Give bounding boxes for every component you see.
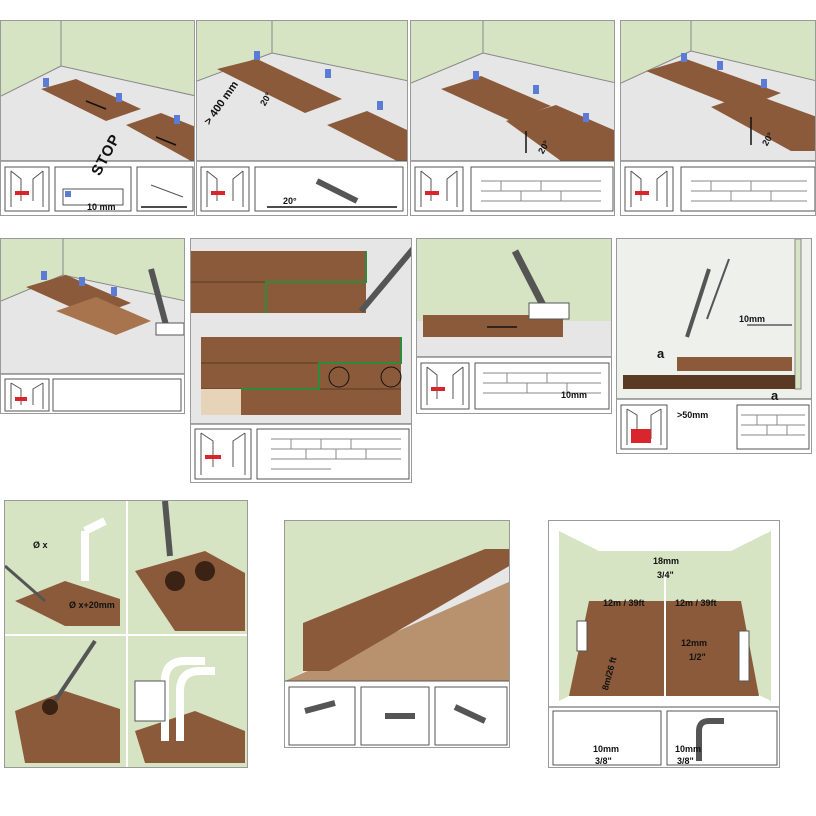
length-12m-left-label: 12m / 39ft <box>603 599 645 608</box>
step-9-panel: Ø x Ø x+20mm <box>4 500 248 768</box>
label-a-right: a <box>771 389 778 402</box>
step-8-illustration <box>617 239 812 454</box>
gap-10mm-label: 10 mm <box>87 203 116 212</box>
expansion-3-4in-label: 3/4" <box>657 571 674 580</box>
hole-diameter-label: Ø x+20mm <box>69 601 115 610</box>
step-11-panel: 18mm 3/4" 12m / 39ft 12m / 39ft 12mm 1/2… <box>548 520 780 768</box>
gap-12mm-label: 12mm <box>681 639 707 648</box>
step-10-illustration <box>285 521 510 748</box>
step-6-panel <box>190 238 412 483</box>
gap-10mm-label: 10mm <box>739 315 765 324</box>
step-1-panel: STOP 10 mm <box>0 20 195 216</box>
label-a-left: a <box>657 347 664 360</box>
step-6-illustration <box>191 239 412 483</box>
gap-10mm-b-label: 10mm <box>675 745 701 754</box>
step-4-panel: 20° <box>620 20 816 216</box>
expansion-18mm-label: 18mm <box>653 557 679 566</box>
step-2-illustration <box>197 21 408 216</box>
gap-3-8in-b-label: 3/8" <box>677 757 694 766</box>
step-2-panel: > 400 mm 20° 20° <box>196 20 408 216</box>
gap-10mm-label: 10mm <box>561 391 587 400</box>
step-8-panel: 10mm a a >50mm <box>616 238 812 454</box>
pipe-diameter-label: Ø x <box>33 541 48 550</box>
min-50mm-label: >50mm <box>677 411 708 420</box>
step-7-illustration <box>417 239 612 414</box>
step-7-panel: 10mm <box>416 238 612 414</box>
gap-10mm-a-label: 10mm <box>593 745 619 754</box>
step-4-illustration <box>621 21 816 216</box>
step-1-illustration <box>1 21 195 216</box>
step-10-panel <box>284 520 510 748</box>
angle-20-label-b: 20° <box>283 197 297 206</box>
step-3-panel: 20° <box>410 20 615 216</box>
step-3-illustration <box>411 21 615 216</box>
gap-3-8in-a-label: 3/8" <box>595 757 612 766</box>
gap-1-2in-label: 1/2" <box>689 653 706 662</box>
length-12m-right-label: 12m / 39ft <box>675 599 717 608</box>
step-5-panel <box>0 238 185 414</box>
step-5-illustration <box>1 239 185 414</box>
